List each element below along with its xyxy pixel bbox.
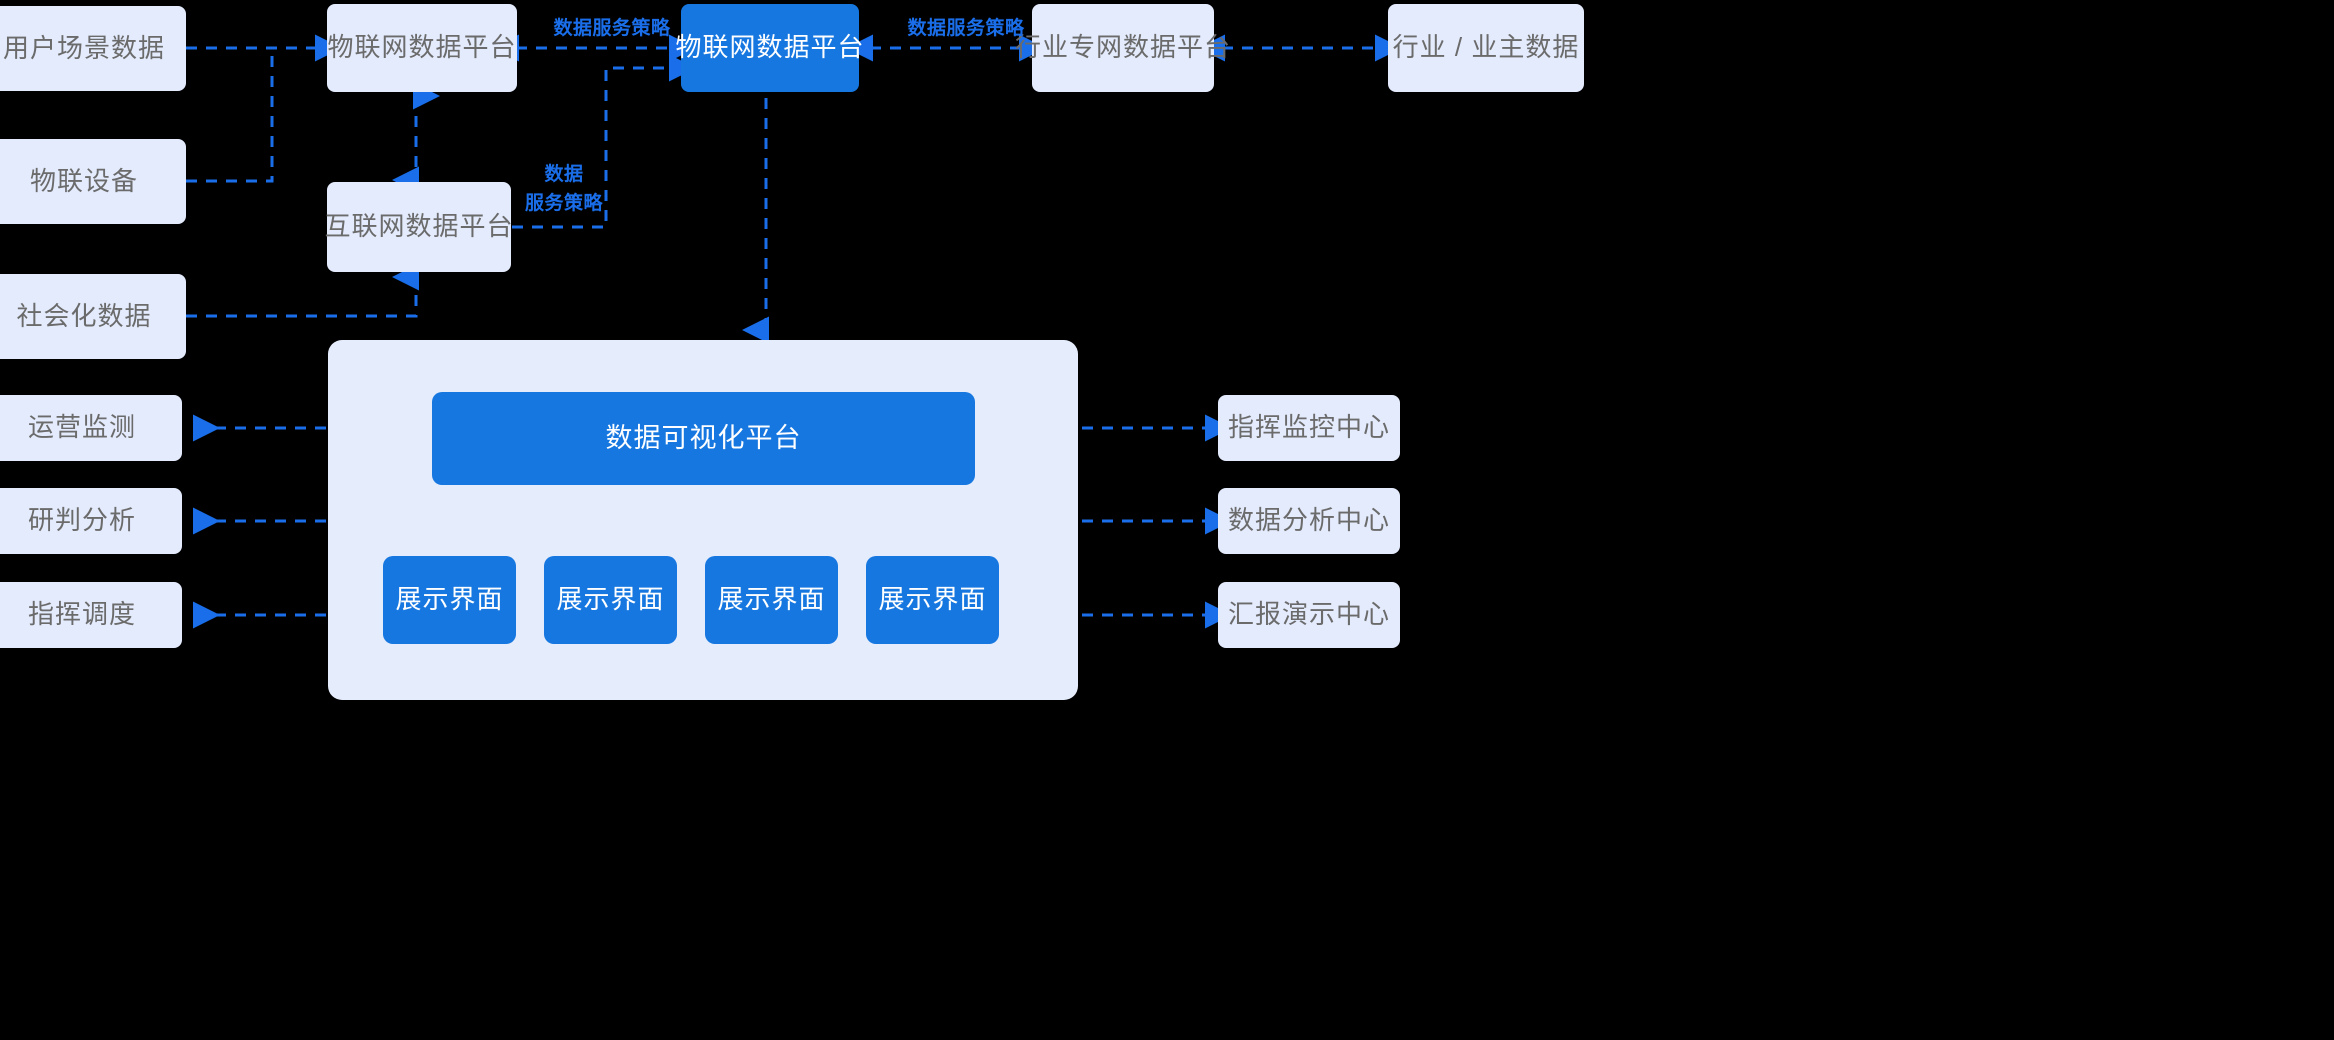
edge-label-policy-2-line2: 服务策略 (524, 193, 603, 215)
display-screen-2[interactable]: 展示界面 (705, 556, 838, 644)
output-left-node-1-label: 研判分析 (27, 505, 136, 536)
platform-node-iot-primary[interactable]: 物联网数据平台 (676, 4, 864, 92)
display-screen-0[interactable]: 展示界面 (383, 556, 516, 644)
display-screen-1[interactable]: 展示界面 (544, 556, 677, 644)
platform-node-industry-owner[interactable]: 行业 / 业主数据 (1388, 4, 1584, 92)
platform-node-industry-network-label: 行业专网数据平台 (1015, 32, 1232, 63)
output-right-node-2-label: 汇报演示中心 (1227, 599, 1390, 630)
platform-node-iot-primary-label: 物联网数据平台 (675, 32, 865, 63)
data-visualization-platform[interactable]: 数据可视化平台 (432, 392, 975, 485)
display-screen-3[interactable]: 展示界面 (866, 556, 999, 644)
edge-label-policy-2-line1: 数据 (544, 164, 584, 185)
output-right-node-0-label: 指挥监控中心 (1227, 412, 1390, 443)
display-screen-3-label: 展示界面 (878, 584, 987, 615)
output-left-node-0-label: 运营监测 (27, 412, 136, 443)
edge-label-policy-0: 数据服务策略 (532, 14, 692, 43)
output-right-node-2[interactable]: 汇报演示中心 (1218, 582, 1400, 648)
output-left-node-0[interactable]: 运营监测 (0, 395, 182, 461)
source-node-1-label: 物联设备 (29, 165, 138, 196)
output-left-node-2-label: 指挥调度 (27, 599, 136, 630)
output-left-node-2[interactable]: 指挥调度 (0, 582, 182, 648)
platform-node-internet[interactable]: 互联网数据平台 (324, 182, 514, 272)
source-node-2-label: 社会化数据 (16, 300, 152, 331)
output-right-node-0[interactable]: 指挥监控中心 (1218, 395, 1400, 461)
source-node-0-label: 用户场景数据 (2, 32, 165, 63)
output-left-node-1[interactable]: 研判分析 (0, 488, 182, 554)
platform-node-internet-label: 互联网数据平台 (324, 211, 514, 242)
output-right-node-1[interactable]: 数据分析中心 (1218, 488, 1400, 554)
source-node-1[interactable]: 物联设备 (0, 139, 186, 224)
edge-label-policy-1-text: 数据服务策略 (907, 18, 1025, 39)
source-node-0[interactable]: 用户场景数据 (0, 6, 186, 91)
edge-label-policy-0-text: 数据服务策略 (553, 18, 671, 39)
platform-node-iot-light-label: 物联网数据平台 (327, 32, 517, 63)
source-node-2[interactable]: 社会化数据 (0, 274, 186, 359)
platform-node-iot-light[interactable]: 物联网数据平台 (327, 4, 517, 92)
platform-node-industry-network[interactable]: 行业专网数据平台 (1015, 4, 1230, 92)
edge-label-policy-2: 数据 服务策略 (516, 160, 612, 219)
output-right-node-1-label: 数据分析中心 (1227, 505, 1390, 536)
edge-label-policy-1: 数据服务策略 (886, 14, 1046, 43)
display-screen-1-label: 展示界面 (556, 584, 665, 615)
display-screen-2-label: 展示界面 (717, 584, 826, 615)
display-screen-0-label: 展示界面 (395, 584, 504, 615)
platform-node-industry-owner-label: 行业 / 业主数据 (1392, 32, 1580, 63)
data-visualization-platform-label: 数据可视化平台 (605, 422, 802, 453)
